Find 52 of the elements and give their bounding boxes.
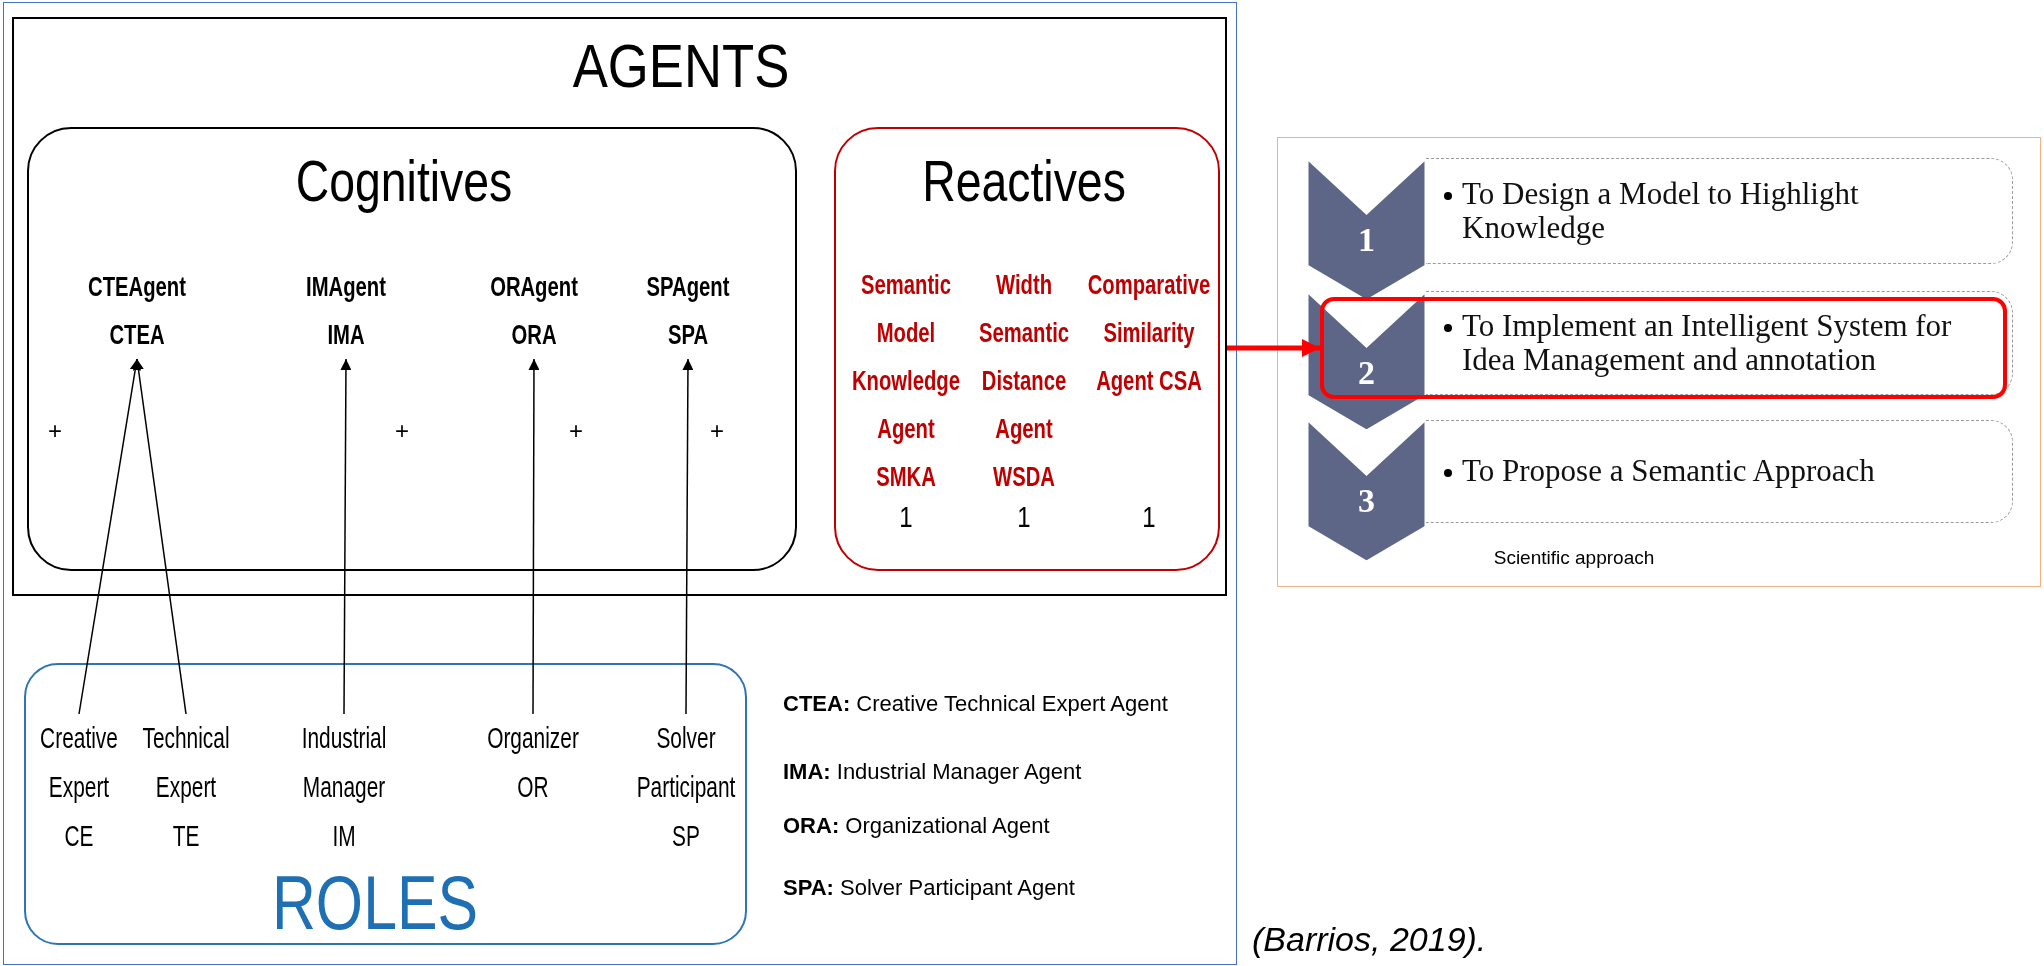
chevron-shape [1307, 419, 1426, 562]
count-label: 1 [899, 501, 913, 533]
rounded-box [27, 127, 797, 571]
step-number: 2 [1358, 355, 1375, 391]
plus-sign: + [569, 418, 583, 444]
agent-label: SPAgent SPA [646, 263, 730, 359]
role-label: Solver Participant SP [636, 714, 736, 861]
plus-sign: + [395, 418, 409, 444]
panel [1277, 137, 2041, 587]
step-text: To Propose a Semantic Approach [1462, 454, 1875, 489]
chevron-shape [1307, 291, 1426, 431]
abbreviation-note: ORA: Organizational Agent [783, 814, 1050, 838]
count-label: 1 [1017, 501, 1031, 533]
arrow [340, 358, 352, 715]
agent-label: CTEAgent CTEA [88, 263, 186, 359]
box-title: Reactives [922, 151, 1126, 212]
arrow [682, 358, 694, 715]
agent-label: Width Semantic Distance Agent WSDA [979, 269, 1069, 494]
agent-label: Semantic Model Knowledge Agent SMKA [852, 269, 960, 494]
box-title: AGENTS [572, 33, 790, 99]
agent-label: ORAgent ORA [490, 263, 578, 359]
rounded-box [834, 127, 1220, 571]
step-number: 1 [1358, 222, 1375, 258]
role-label: Creative Expert CE [40, 714, 118, 861]
role-label: Industrial Manager IM [301, 714, 387, 861]
agent-label: Comparative Similarity Agent CSA [1087, 269, 1211, 398]
citation: (Barrios, 2019). [1252, 922, 1487, 958]
step-box [1426, 291, 2013, 395]
role-label: Organizer OR [487, 714, 579, 812]
step-text: To Implement an Intelligent System for Idea Management and annotation [1462, 308, 1953, 378]
thick-arrow [1227, 339, 1320, 357]
count-label: 1 [1142, 501, 1156, 533]
agent-label: IMAgent IMA [306, 263, 386, 359]
arrow [133, 358, 187, 715]
box-title: Cognitives [295, 151, 513, 212]
box-title: ROLES [271, 867, 479, 940]
step-text: To Design a Model to Highlight Knowledge [1462, 176, 1860, 246]
highlight-box [1320, 297, 2007, 399]
abbreviation-note: CTEA: Creative Technical Expert Agent [783, 692, 1168, 716]
abbreviation-note: IMA: Industrial Manager Agent [783, 760, 1082, 784]
abbreviation-note: SPA: Solver Participant Agent [783, 876, 1075, 900]
rounded-box [24, 663, 747, 945]
plus-sign: + [48, 418, 62, 444]
step-number: 3 [1358, 483, 1375, 519]
step-box [1426, 158, 2013, 264]
role-label: Technical Expert TE [142, 714, 230, 861]
arrow [78, 358, 141, 715]
plus-sign: + [710, 418, 724, 444]
step-box [1426, 420, 2013, 523]
panel-caption: Scientific approach [1493, 548, 1655, 568]
arrow [528, 358, 540, 715]
outer-box [12, 17, 1227, 596]
